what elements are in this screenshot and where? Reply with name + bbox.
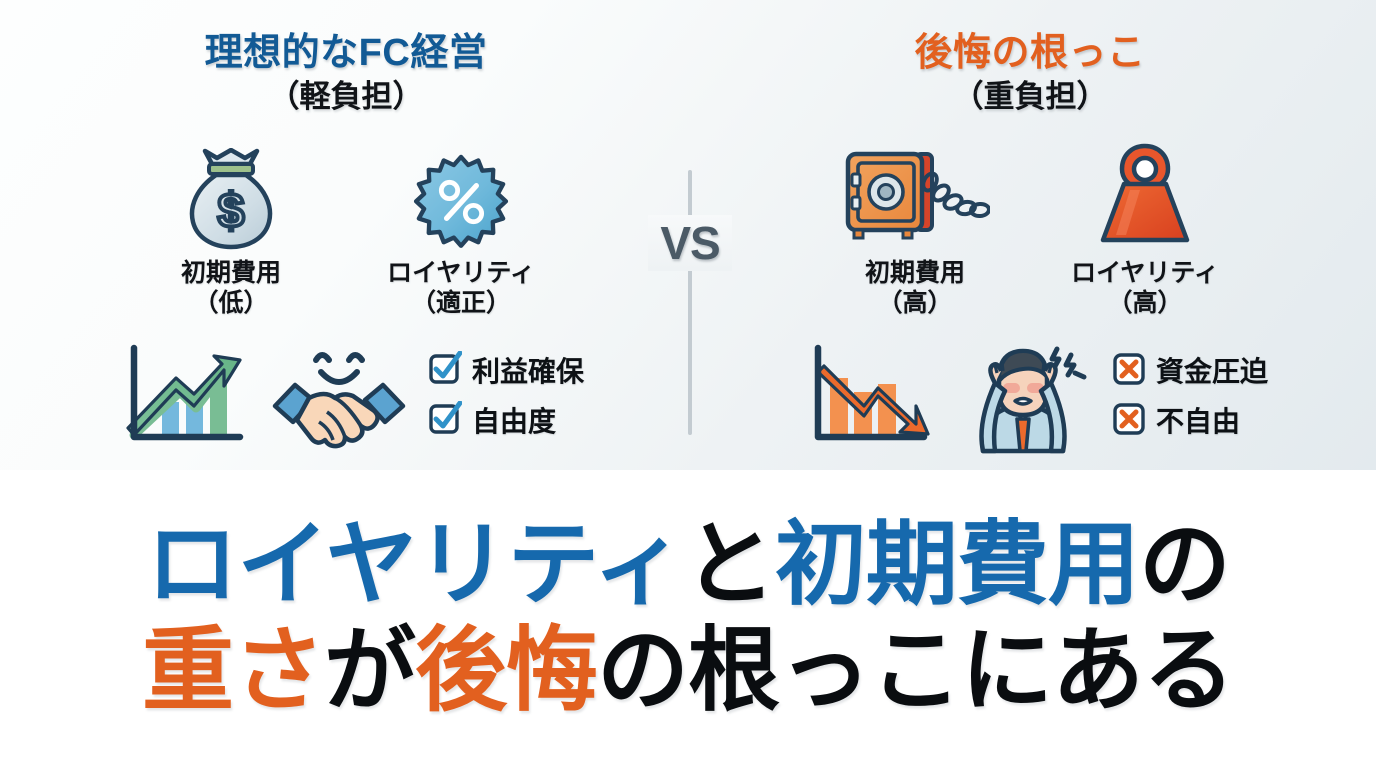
left-royalty-label: ロイヤリティ （適正） xyxy=(387,259,535,318)
safe-chained-icon xyxy=(840,140,990,250)
list-item-label: 自由度 xyxy=(471,406,556,437)
comparison-panel: 理想的なFC経営 （軽負担） xyxy=(0,0,1376,470)
list-item: 自由度 xyxy=(428,400,584,440)
versus-label: VS xyxy=(648,215,732,271)
headline-seg: 重さ xyxy=(141,620,325,722)
cross-box-icon xyxy=(1112,401,1146,440)
right-heading-subtitle: （重負担） xyxy=(952,79,1108,114)
left-royalty-label-main: ロイヤリティ xyxy=(387,259,535,287)
left-royalty-item: ロイヤリティ （適正） xyxy=(346,140,576,318)
right-cost-label-main: 初期費用 xyxy=(864,259,965,287)
headline-banner: ロイヤリティと初期費用の 重さが後悔の根っこにある xyxy=(0,470,1376,768)
list-item: 不自由 xyxy=(1112,400,1268,440)
falling-chart-icon xyxy=(792,335,942,455)
column-regret-root: 後悔の根っこ （重負担） xyxy=(720,0,1340,470)
headline-seg: の根っこにある xyxy=(597,620,1235,722)
right-checklist: 資金圧迫 不自由 xyxy=(1112,350,1268,440)
right-cost-label: 初期費用 （高） xyxy=(865,259,965,318)
left-checklist: 利益確保 自由度 xyxy=(428,350,584,440)
right-column-heading: 後悔の根っこ （重負担） xyxy=(720,34,1340,112)
list-item-label: 不自由 xyxy=(1155,406,1240,437)
heavy-weight-icon xyxy=(1090,140,1200,250)
headline-seg: 後悔 xyxy=(415,620,598,722)
right-royalty-label-sub: （高） xyxy=(1107,288,1183,317)
handshake-smile-icon xyxy=(264,335,414,455)
money-bag-icon: $ xyxy=(183,140,279,250)
left-benefit-row: 利益確保 自由度 xyxy=(36,330,656,460)
check-box-icon xyxy=(428,400,463,440)
list-item-label: 資金圧迫 xyxy=(1155,356,1268,387)
vs-divider xyxy=(688,170,692,435)
headline-seg: が xyxy=(323,620,416,722)
headline-seg: 初期費用 xyxy=(774,514,1140,617)
right-royalty-label-main: ロイヤリティ xyxy=(1071,259,1219,287)
left-royalty-label-sub: （適正） xyxy=(410,288,511,317)
left-cost-label-sub: （低） xyxy=(193,288,269,317)
left-column-heading: 理想的なFC経営 （軽負担） xyxy=(36,34,656,112)
left-icon-row: $ 初期費用 （低） xyxy=(36,140,656,340)
left-heading-title: 理想的なFC経営 xyxy=(204,32,488,74)
right-heading-title: 後悔の根っこ xyxy=(914,32,1146,74)
left-cost-label: 初期費用 （低） xyxy=(181,259,281,318)
right-penalty-row: 資金圧迫 不自由 xyxy=(720,330,1340,460)
right-icon-row: 初期費用 （高） xyxy=(720,140,1340,340)
right-royalty-label: ロイヤリティ （高） xyxy=(1071,259,1219,318)
headline-line-2: 重さが後悔の根っこにある xyxy=(141,620,1235,724)
list-item: 利益確保 xyxy=(428,350,584,390)
check-box-icon xyxy=(428,350,463,390)
list-item: 資金圧迫 xyxy=(1112,350,1268,390)
right-cost-label-sub: （高） xyxy=(877,288,953,317)
cross-box-icon xyxy=(1112,351,1146,390)
stressed-person-icon xyxy=(948,335,1098,455)
svg-text:$: $ xyxy=(218,185,245,238)
headline-seg: と xyxy=(683,514,776,617)
left-heading-subtitle: （軽負担） xyxy=(268,79,424,114)
list-item-label: 利益確保 xyxy=(471,356,584,387)
left-cost-item: $ 初期費用 （低） xyxy=(116,140,346,318)
rising-chart-icon xyxy=(108,335,258,455)
column-ideal-fc: 理想的なFC経営 （軽負担） xyxy=(36,0,656,470)
right-royalty-item: ロイヤリティ （高） xyxy=(1030,140,1260,318)
headline-seg: の xyxy=(1138,514,1231,617)
left-cost-label-main: 初期費用 xyxy=(180,259,281,287)
headline-seg: ロイヤリティ xyxy=(146,514,685,617)
right-cost-item: 初期費用 （高） xyxy=(800,140,1030,318)
headline-line-1: ロイヤリティと初期費用の xyxy=(146,514,1231,618)
percent-badge-icon xyxy=(413,140,509,250)
